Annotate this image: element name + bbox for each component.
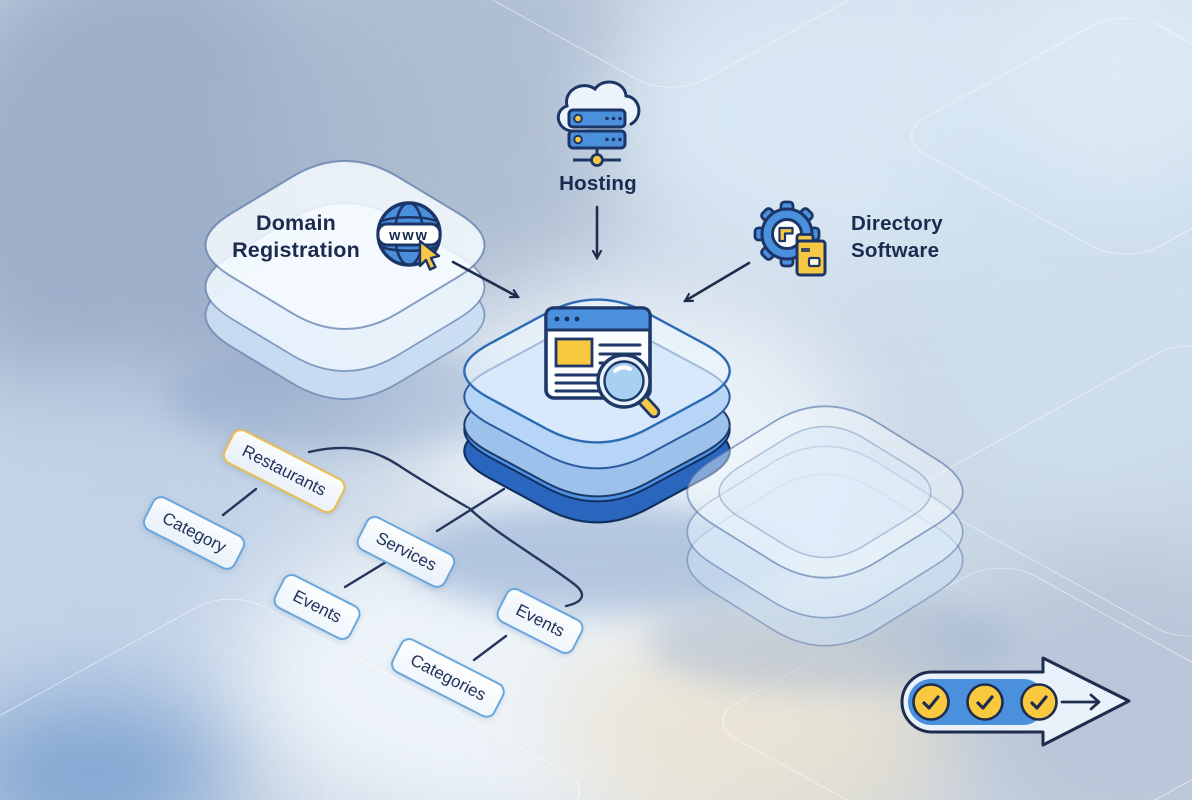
category-tree-connectors	[221, 446, 584, 662]
cursor-icon	[418, 239, 441, 271]
check-icon	[1020, 683, 1058, 721]
hosting-label: Hosting	[559, 172, 637, 195]
cloud-servers-icon	[556, 80, 641, 167]
check-icon	[966, 683, 1004, 721]
directory-software-label: Directory Software	[851, 212, 943, 262]
browser-search-icon	[544, 306, 661, 419]
connector-restaurants-to-category	[221, 487, 258, 517]
connector-services-to-events	[343, 560, 388, 589]
arrow-software-to-platform	[685, 261, 751, 303]
gear-folder-icon	[753, 200, 827, 277]
arrow-domain-to-platform	[451, 260, 518, 297]
domain-registration-label: Domain Registration	[232, 211, 360, 263]
connector-platform-to-events	[467, 506, 584, 608]
check-icon	[912, 683, 950, 721]
magnifier-icon	[596, 353, 661, 419]
globe-www-cursor-icon: www	[376, 201, 442, 271]
www-label: www	[388, 228, 429, 244]
arrow-right-icon	[1060, 693, 1101, 711]
progress-arrow	[900, 656, 1131, 747]
platform-right-empty	[686, 405, 964, 647]
connector-restaurants-to-platform	[307, 446, 469, 509]
platform-domain-registration	[204, 160, 486, 400]
connector-events-to-categories	[472, 634, 508, 662]
